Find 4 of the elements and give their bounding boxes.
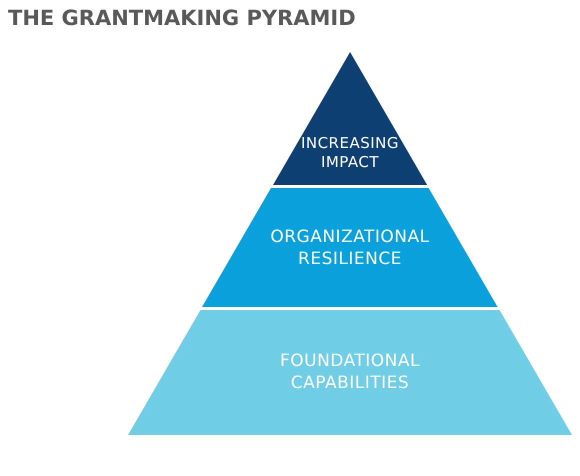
tier-label: ORGANIZATIONAL RESILIENCE xyxy=(269,227,431,270)
diagram-title: THE GRANTMAKING PYRAMID xyxy=(8,6,356,30)
tier-label: INCREASING IMPACT xyxy=(300,134,400,172)
tier-label: FOUNDATIONAL CAPABILITIES xyxy=(278,351,422,394)
